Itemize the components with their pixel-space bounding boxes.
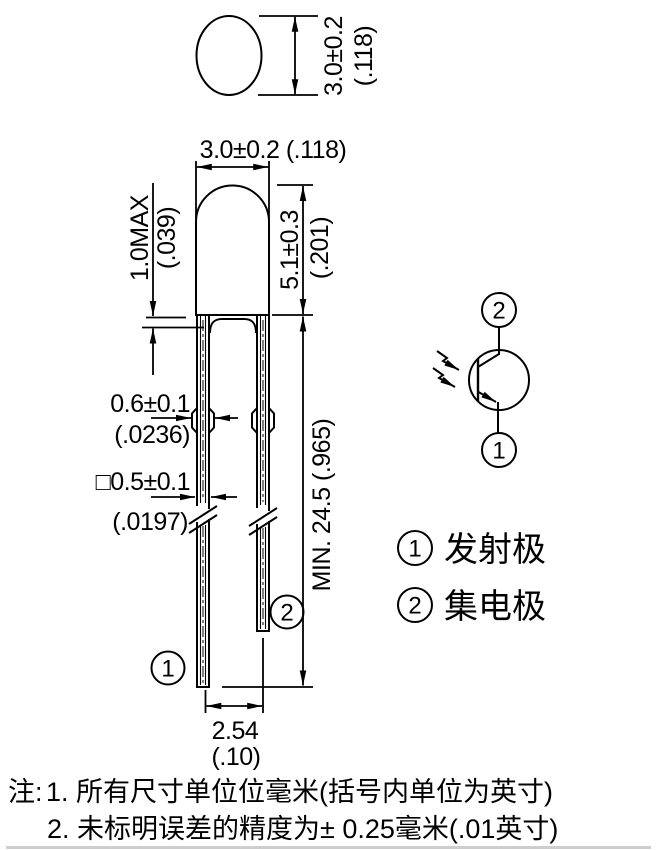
- lead-square-mm-label: □0.5±0.1: [96, 468, 190, 496]
- top-view-body-circle: [195, 15, 263, 96]
- lead-square-in-label: (.0197): [112, 508, 188, 536]
- light-ray-arrow: [436, 350, 460, 371]
- break-mark: [248, 516, 278, 536]
- lead-width-in-label: (.0236): [114, 421, 190, 449]
- pin-legend: 1 发射极 2 集电极: [397, 530, 546, 626]
- break-mark: [188, 514, 218, 534]
- side-view: 3.0±0.2 (.118) 1.0MAX (.039) 5.1±0.3 (.2…: [96, 136, 347, 771]
- symbol-pin1-number: 1: [492, 438, 505, 465]
- led-body-outline: [195, 184, 270, 316]
- legend-pin1-number: 1: [408, 536, 421, 563]
- lead-width-mm-label: 0.6±0.1: [110, 390, 190, 418]
- legend-pin2-circle: [397, 587, 433, 623]
- lead-length-label: MIN. 24.5 (.965): [308, 419, 336, 592]
- right-lead: [248, 315, 278, 632]
- break-mark: [188, 505, 218, 525]
- symbol-pin1-circle: [481, 432, 517, 468]
- pin1-callout-circle: [150, 650, 186, 686]
- body-height-mm-label: 5.1±0.3: [276, 210, 304, 290]
- break-mark: [248, 507, 278, 527]
- notes-prefix: 注:: [8, 777, 43, 807]
- pitch-in-label: (.10): [212, 743, 261, 771]
- pin2-callout-circle: [269, 594, 305, 630]
- top-view: 3.0±0.2 (.118): [195, 15, 378, 96]
- legend-pin1-label: 发射极: [444, 531, 546, 569]
- body-width-label: 3.0±0.2 (.118): [200, 136, 347, 164]
- pin2-callout-number: 2: [280, 600, 293, 627]
- standoff-mm-label: 1.0MAX: [126, 194, 154, 281]
- body-height-in-label: (.201): [306, 217, 334, 279]
- emitter-line-arrow: [478, 391, 497, 403]
- lead-bump: [251, 407, 258, 434]
- lead-bump: [191, 407, 198, 434]
- lead-bump: [208, 407, 215, 434]
- top-view-diameter-in-label: (.118): [350, 26, 378, 86]
- symbol-pin2-number: 2: [492, 298, 505, 325]
- symbol-pin2-circle: [481, 292, 517, 328]
- standoff-arch: [209, 318, 257, 334]
- left-lead: [188, 315, 218, 688]
- notes-block: 注: 1. 所有尺寸单位位毫米(括号内单位为英寸) 2. 未标明误差的精度为± …: [8, 777, 558, 844]
- pitch-mm-label: 2.54: [212, 717, 259, 745]
- legend-pin2-number: 2: [408, 593, 421, 620]
- top-view-diameter-mm-label: 3.0±0.2: [320, 16, 348, 96]
- legend-pin1-circle: [397, 530, 433, 566]
- note-line-2: 2. 未标明误差的精度为± 0.25毫米(.01英寸): [47, 814, 558, 844]
- lead-bump: [268, 407, 275, 434]
- standoff-in-label: (.039): [153, 207, 181, 269]
- light-ray-arrow: [432, 367, 456, 388]
- pin1-callout-number: 1: [161, 656, 174, 683]
- collector-line: [477, 353, 500, 368]
- legend-pin2-label: 集电极: [444, 588, 546, 626]
- scan-artifact-line: [6, 846, 651, 849]
- phototransistor-symbol: 2 1: [432, 292, 530, 468]
- note-line-1: 1. 所有尺寸单位位毫米(括号内单位为英寸): [46, 777, 553, 807]
